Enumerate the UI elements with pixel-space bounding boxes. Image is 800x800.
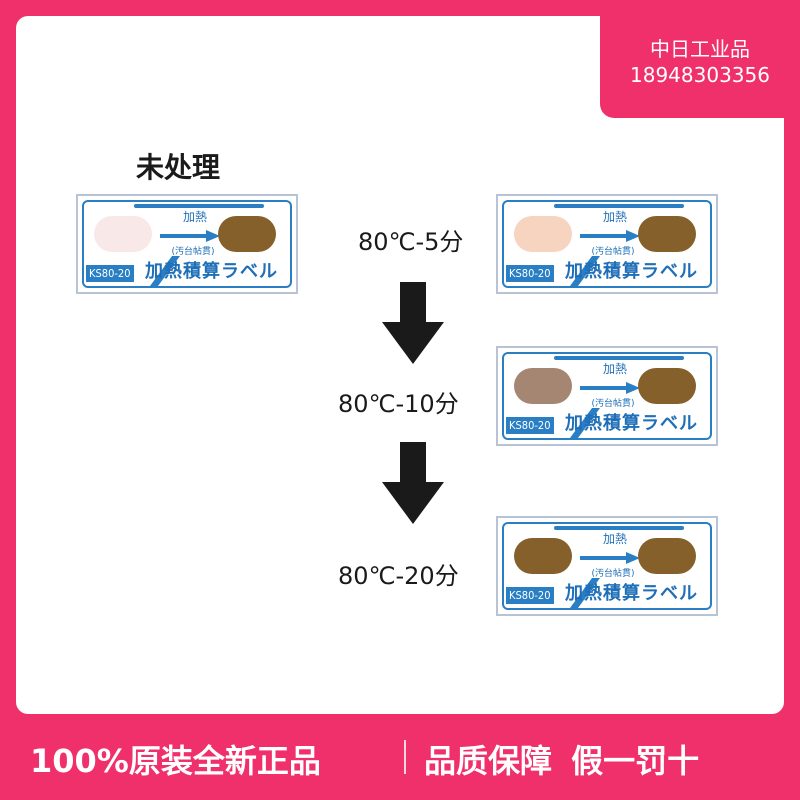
company-name: 中日工业品 xyxy=(650,37,750,61)
brand-text: 加熱積算ラベル xyxy=(565,583,698,604)
indicator-spot xyxy=(94,216,152,252)
reference-spot xyxy=(218,216,276,252)
arrow-down-icon xyxy=(382,282,444,364)
indicator-spot xyxy=(514,368,572,404)
heat-sub-text: (汚台帖貫) xyxy=(171,247,215,257)
contact-badge: 中日工业品 18948303356 xyxy=(600,14,800,118)
brand-text: 加熱積算ラベル xyxy=(565,261,698,282)
brand-text: 加熱積算ラベル xyxy=(145,261,278,282)
model-code: KS80-20 xyxy=(506,265,554,282)
label-5min: 加熱 (汚台帖貫) KS80-20 加熱積算ラベル xyxy=(496,194,718,294)
brand-text: 加熱積算ラベル xyxy=(565,413,698,434)
arrow-down-icon xyxy=(382,442,444,524)
label-20min: 加熱 (汚台帖貫) KS80-20 加熱積算ラベル xyxy=(496,516,718,616)
label-untreated: 加熱 (汚台帖貫) KS80-20 加熱積算ラベル xyxy=(76,194,298,294)
model-code: KS80-20 xyxy=(506,587,554,604)
phone-number: 18948303356 xyxy=(630,63,770,87)
footer-divider xyxy=(404,740,406,774)
condition-2: 80℃-10分 xyxy=(338,390,459,418)
indicator-spot xyxy=(514,216,572,252)
slash-mark-icon xyxy=(570,256,600,286)
footer-banner: 100%原装全新正品 品质保障 假一罚十 xyxy=(0,714,800,800)
footer-guarantee-text: 品质保障 假一罚十 xyxy=(424,742,700,780)
reference-spot xyxy=(638,216,696,252)
untreated-heading: 未处理 xyxy=(136,151,221,184)
footer-genuine-text: 100%原装全新正品 xyxy=(30,742,321,780)
heat-sub-text: (汚台帖貫) xyxy=(591,247,635,257)
indicator-spot xyxy=(514,538,572,574)
heat-text: 加熱 xyxy=(602,362,627,376)
heat-text: 加熱 xyxy=(602,532,627,546)
reference-spot xyxy=(638,538,696,574)
condition-3: 80℃-20分 xyxy=(338,562,459,590)
arrow-right-icon xyxy=(160,230,220,242)
arrow-right-icon xyxy=(580,382,640,394)
arrow-right-icon xyxy=(580,552,640,564)
reference-spot xyxy=(638,368,696,404)
slash-mark-icon xyxy=(150,256,180,286)
slash-mark-icon xyxy=(570,408,600,438)
arrow-right-icon xyxy=(580,230,640,242)
model-code: KS80-20 xyxy=(506,417,554,434)
condition-1: 80℃-5分 xyxy=(358,228,464,256)
heat-text: 加熱 xyxy=(182,210,207,224)
label-10min: 加熱 (汚台帖貫) KS80-20 加熱積算ラベル xyxy=(496,346,718,446)
model-code: KS80-20 xyxy=(86,265,134,282)
slash-mark-icon xyxy=(570,578,600,608)
heat-sub-text: (汚台帖貫) xyxy=(591,399,635,409)
heat-text: 加熱 xyxy=(602,210,627,224)
heat-sub-text: (汚台帖貫) xyxy=(591,569,635,579)
